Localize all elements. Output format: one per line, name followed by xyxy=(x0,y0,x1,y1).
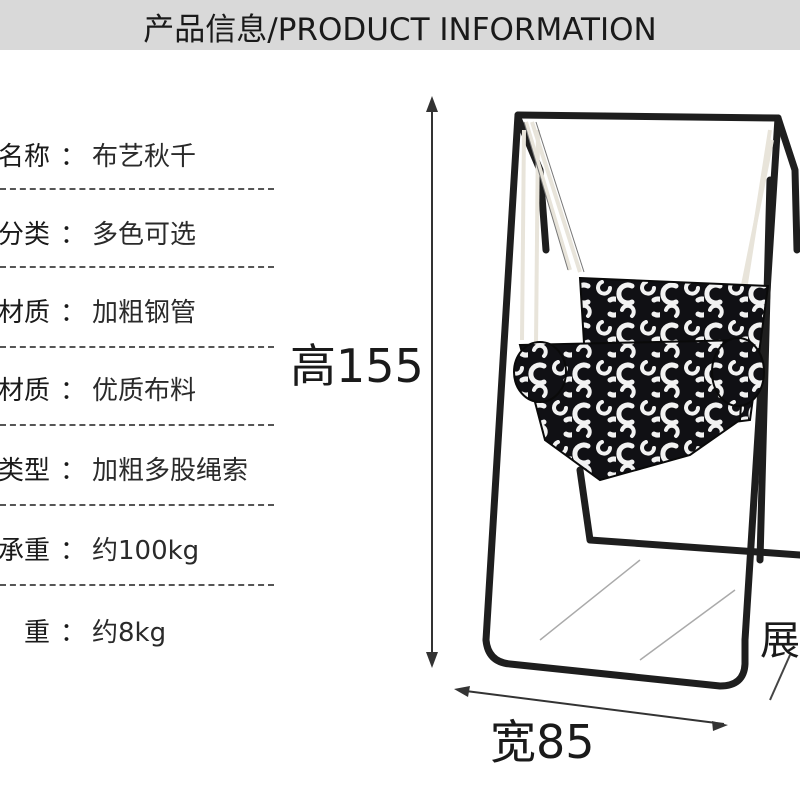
spec-row-name: 名称 ： 布艺秋千 xyxy=(0,136,290,176)
width-dimension-line xyxy=(454,686,728,731)
divider xyxy=(0,584,274,586)
spec-colon: ： xyxy=(60,456,87,486)
divider xyxy=(0,188,274,190)
spec-label: 材质 xyxy=(0,298,50,328)
spec-value: 优质布料 xyxy=(92,376,197,406)
spec-value: 多色可选 xyxy=(92,220,197,250)
spec-colon: ： xyxy=(60,536,87,566)
spec-label: 重 xyxy=(23,618,50,648)
spec-value: 约100kg xyxy=(92,536,200,566)
spec-row-material-fabric: 材质 ： 优质布料 xyxy=(0,370,290,410)
spec-value: 约8kg xyxy=(92,618,167,648)
spec-row-weight: 重 ： 约8kg xyxy=(0,612,290,652)
hammock-chair xyxy=(513,276,770,482)
divider xyxy=(0,424,274,426)
spec-value: 加粗钢管 xyxy=(92,298,197,328)
spec-colon: ： xyxy=(60,618,87,648)
divider xyxy=(0,504,274,506)
swing-ropes-outline xyxy=(523,121,585,273)
spec-colon: ： xyxy=(60,376,87,406)
spec-label: 类型 xyxy=(0,456,50,486)
spec-colon: ： xyxy=(60,142,87,172)
spec-label: 分类 xyxy=(0,220,50,250)
spec-label: 名称 xyxy=(0,142,50,172)
spec-label: 承重 xyxy=(0,536,50,566)
spec-colon: ： xyxy=(60,220,87,250)
depth-label: 展 xyxy=(760,618,800,664)
width-label: 宽85 xyxy=(490,715,595,769)
spec-colon: ： xyxy=(60,298,87,328)
spec-row-load: 承重 ： 约100kg xyxy=(0,530,290,570)
floor-lines xyxy=(539,559,736,661)
spec-value: 加粗多股绳索 xyxy=(92,456,249,486)
divider xyxy=(0,346,274,348)
header-bar: 产品信息/PRODUCT INFORMATION xyxy=(0,0,800,50)
spec-row-material-frame: 材质 ： 加粗钢管 xyxy=(0,292,290,332)
height-dimension-line xyxy=(426,96,438,668)
spec-label: 材质 xyxy=(0,376,50,406)
height-label: 高155 xyxy=(290,339,424,393)
spec-row-type: 类型 ： 加粗多股绳索 xyxy=(0,450,290,490)
spec-value: 布艺秋千 xyxy=(92,142,197,172)
swing-frame xyxy=(482,111,800,690)
divider xyxy=(0,266,274,268)
spec-row-category: 分类 ： 多色可选 xyxy=(0,214,290,254)
depth-dimension-line xyxy=(769,654,791,701)
page-title: 产品信息/PRODUCT INFORMATION xyxy=(143,12,657,48)
